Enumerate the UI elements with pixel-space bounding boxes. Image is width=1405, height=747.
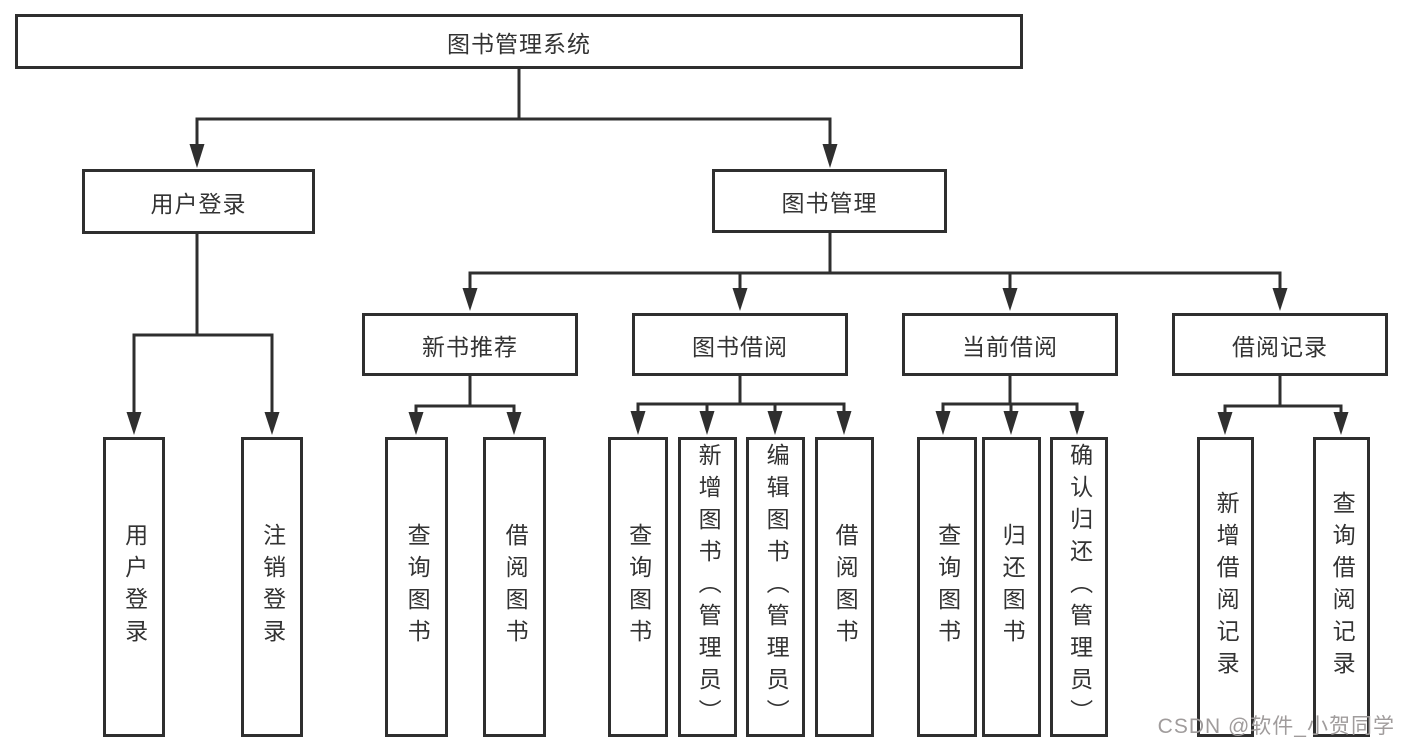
leaf-query-borrow-record: 查询借阅记录	[1313, 437, 1370, 737]
leaf-borrow-books-recommend: 借阅图书	[483, 437, 546, 737]
node-label: 查询图书	[625, 523, 652, 651]
node-label: 确认归还（管理员）	[1066, 443, 1093, 731]
connector-new-book-children	[408, 376, 522, 435]
node-label: 查询图书	[934, 523, 961, 651]
node-label: 新增借阅记录	[1213, 491, 1240, 683]
leaf-logout: 注销登录	[241, 437, 303, 737]
leaf-add-borrow-record: 新增借阅记录	[1197, 437, 1254, 737]
node-current-borrow: 当前借阅	[902, 313, 1118, 376]
node-label: 查询借阅记录	[1329, 491, 1356, 683]
node-label: 图书借阅	[692, 333, 788, 360]
node-label: 用户登录	[150, 190, 247, 217]
node-borrow-records: 借阅记录	[1172, 313, 1388, 376]
connector-book-management-children	[462, 233, 1288, 311]
node-label: 借阅图书	[502, 523, 529, 651]
connector-root-to-level2	[189, 68, 838, 168]
node-label: 编辑图书（管理员）	[763, 443, 790, 731]
leaf-add-books-admin: 新增图书（管理员）	[678, 437, 737, 737]
connector-book-borrow-children	[630, 376, 852, 435]
node-label: 新书推荐	[422, 333, 518, 360]
connector-user-login-children	[126, 234, 280, 435]
node-label: 当前借阅	[962, 333, 1058, 360]
node-new-book-recommend: 新书推荐	[362, 313, 578, 376]
leaf-query-books-recommend: 查询图书	[385, 437, 448, 737]
connector-current-borrow-children	[935, 376, 1085, 435]
node-label: 借阅记录	[1232, 333, 1328, 360]
leaf-query-books: 查询图书	[608, 437, 668, 737]
csdn-watermark: CSDN @软件_小贺同学	[1157, 715, 1395, 738]
node-label: 新增图书（管理员）	[695, 443, 722, 731]
node-label: 归还图书	[999, 523, 1026, 651]
leaf-return-books: 归还图书	[982, 437, 1041, 737]
node-label: 用户登录	[121, 523, 148, 651]
leaf-user-login: 用户登录	[103, 437, 165, 737]
node-system-root: 图书管理系统	[15, 14, 1023, 69]
node-book-borrow: 图书借阅	[632, 313, 848, 376]
leaf-confirm-return-admin: 确认归还（管理员）	[1050, 437, 1108, 737]
node-book-management: 图书管理	[712, 169, 947, 233]
node-label: 图书管理	[781, 190, 878, 216]
connector-borrow-records-children	[1217, 376, 1349, 435]
leaf-borrow-books: 借阅图书	[815, 437, 874, 737]
leaf-edit-books-admin: 编辑图书（管理员）	[746, 437, 805, 737]
node-label: 查询图书	[404, 523, 431, 651]
node-label: 注销登录	[259, 523, 286, 651]
node-label: 借阅图书	[832, 523, 859, 651]
node-user-login: 用户登录	[82, 169, 315, 234]
leaf-query-books-current: 查询图书	[917, 437, 977, 737]
node-label: 图书管理系统	[447, 30, 591, 57]
